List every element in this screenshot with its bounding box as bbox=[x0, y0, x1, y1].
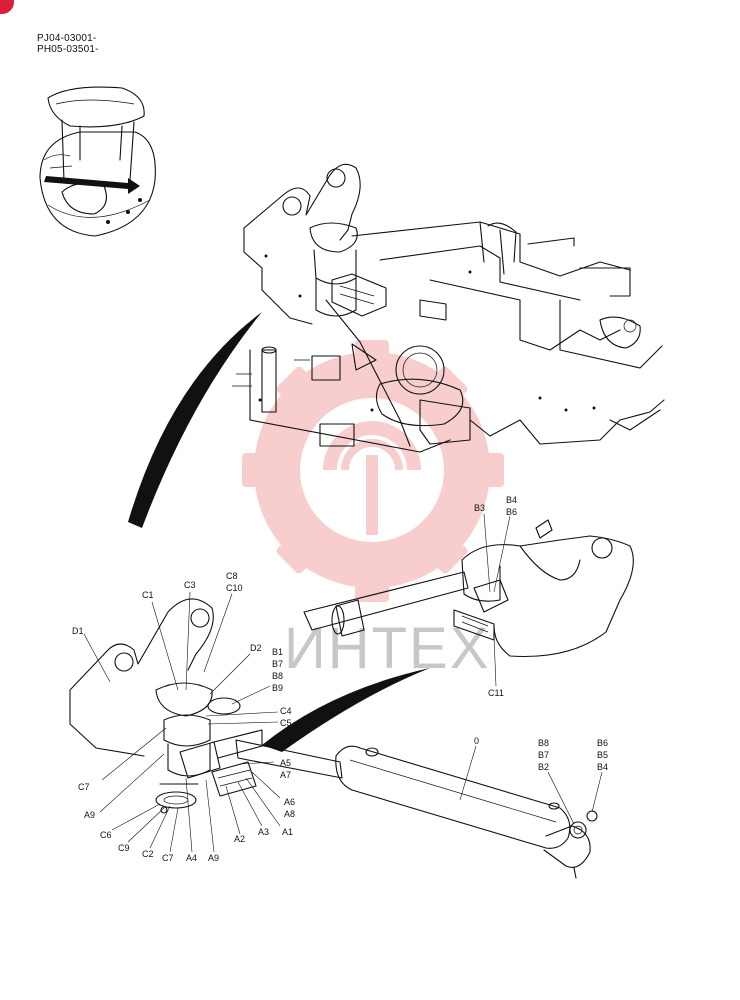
callout-b8-left: B8 bbox=[272, 671, 283, 681]
callout-c3: C3 bbox=[184, 580, 196, 590]
callout-c10: C10 bbox=[226, 583, 243, 593]
serial-range-1: PJ04-03001- bbox=[37, 33, 97, 44]
callout-a1: A1 bbox=[282, 827, 293, 837]
callout-b3: B3 bbox=[474, 503, 485, 513]
callout-c1: C1 bbox=[142, 590, 154, 600]
watermark-text: ИНТЕХ bbox=[284, 616, 490, 681]
callout-d2: D2 bbox=[250, 643, 262, 653]
watermark-logo bbox=[242, 340, 504, 602]
callout-a9-left: A9 bbox=[84, 810, 95, 820]
callout-a2: A2 bbox=[234, 834, 245, 844]
machine-overview-inset bbox=[39, 86, 156, 237]
callout-b6-top: B6 bbox=[506, 507, 517, 517]
callout-b4-right: B4 bbox=[597, 762, 608, 772]
callout-c4: C4 bbox=[280, 706, 292, 716]
swing-bracket-lower bbox=[69, 598, 263, 814]
callout-c8: C8 bbox=[226, 571, 238, 581]
callout-b4-top: B4 bbox=[506, 495, 517, 505]
callout-a8: A8 bbox=[284, 809, 295, 819]
swoosh-arrow-right bbox=[262, 668, 430, 752]
serial-range-2: PH05-03501- bbox=[37, 44, 99, 55]
callout-b1-left: B1 bbox=[272, 647, 283, 657]
callout-a9-bottom: A9 bbox=[208, 853, 219, 863]
callout-b7-right: B7 bbox=[538, 750, 549, 760]
callout-c7-left: C7 bbox=[78, 782, 90, 792]
callout-c5: C5 bbox=[280, 718, 292, 728]
callout-labels: C1 C3 C8 C10 D1 D2 B1 B7 B8 B9 C4 C5 C7 … bbox=[72, 495, 608, 863]
callout-zero: 0 bbox=[474, 736, 479, 746]
callout-a4: A4 bbox=[186, 853, 197, 863]
swoosh-arrow-left bbox=[128, 312, 262, 528]
callout-b7-left: B7 bbox=[272, 659, 283, 669]
callout-leader-lines bbox=[83, 513, 603, 853]
upper-frame-assembly bbox=[232, 163, 665, 453]
callout-b2: B2 bbox=[538, 762, 549, 772]
callout-b9-left: B9 bbox=[272, 683, 283, 693]
callout-c9: C9 bbox=[118, 843, 130, 853]
callout-c6: C6 bbox=[100, 830, 112, 840]
callout-b8-right: B8 bbox=[538, 738, 549, 748]
cylinder-rod-upper bbox=[303, 571, 469, 637]
callout-d1: D1 bbox=[72, 626, 84, 636]
callout-a7: A7 bbox=[280, 770, 291, 780]
callout-b5: B5 bbox=[597, 750, 608, 760]
callout-a3: A3 bbox=[258, 827, 269, 837]
callout-a5: A5 bbox=[280, 758, 291, 768]
callout-c2: C2 bbox=[142, 849, 154, 859]
callout-c7-bottom: C7 bbox=[162, 853, 174, 863]
callout-a6: A6 bbox=[284, 797, 295, 807]
callout-b6-right: B6 bbox=[597, 738, 608, 748]
callout-c11: C11 bbox=[488, 688, 504, 698]
swing-cylinder bbox=[235, 739, 598, 879]
